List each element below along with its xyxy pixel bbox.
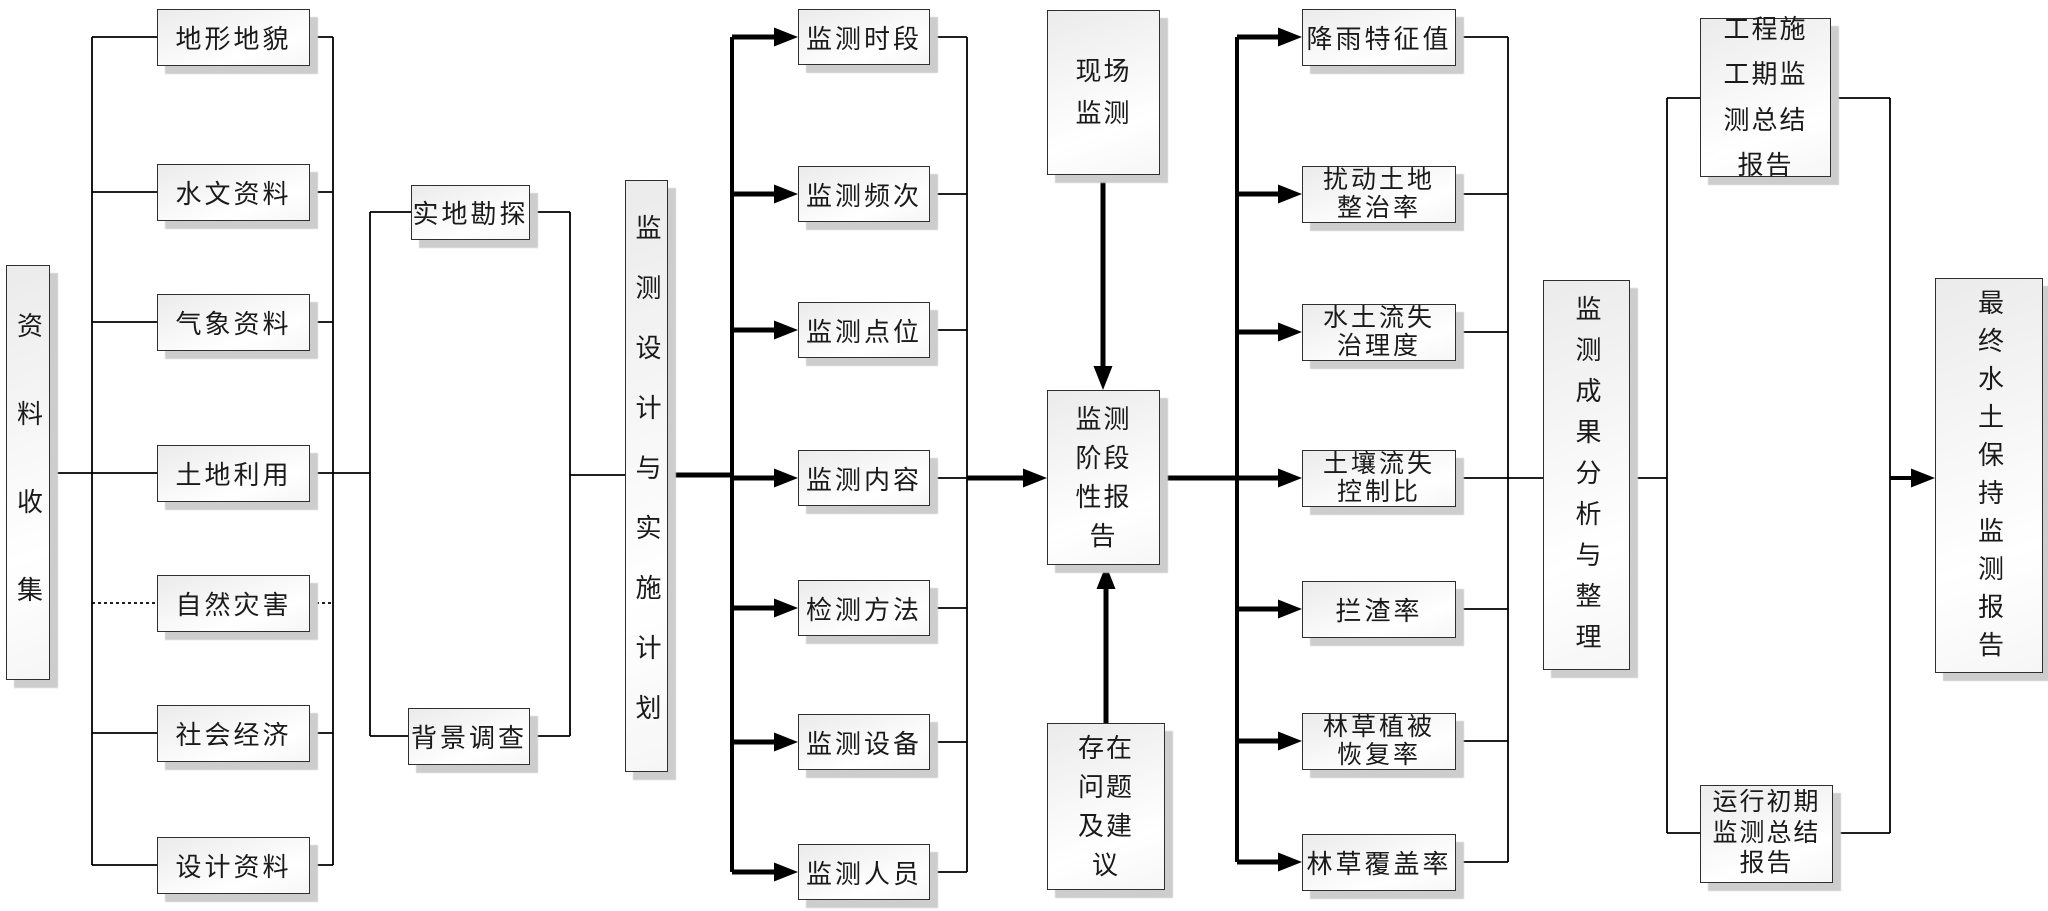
arrow-right-icon (774, 320, 798, 340)
node-monitoring-content: 监测内容 (798, 450, 930, 506)
thin-connectors (50, 36, 1891, 873)
node-initial-operation-report: 运行初期监测总结报告 (1700, 785, 1833, 883)
node-vegetation-coverage-rate: 林草覆盖率 (1302, 834, 1456, 891)
arrow-right-icon (1911, 468, 1935, 488)
thick-rails (730, 37, 1239, 872)
node-monitoring-design-plan: 监测设计与实施计划 (625, 180, 668, 772)
arrow-up-icon (1096, 565, 1116, 589)
arrow-right-icon (774, 468, 798, 488)
node-natural-disaster: 自然灾害 (157, 575, 310, 632)
node-background-survey: 背景调查 (408, 708, 530, 765)
node-vegetation-restoration-rate: 林草植被恢复率 (1302, 713, 1456, 770)
node-field-monitoring: 现场监测 (1047, 10, 1160, 175)
node-monitoring-method: 检测方法 (798, 580, 930, 636)
node-stage-report: 监测阶段性报告 (1047, 390, 1160, 565)
arrow-right-icon (774, 732, 798, 752)
node-field-survey: 实地勘探 (411, 185, 530, 240)
node-disturbed-land-rehab-rate: 扰动土地整治率 (1302, 166, 1456, 223)
node-socio-economy: 社会经济 (157, 705, 310, 762)
arrow-right-icon (774, 184, 798, 204)
node-meteorology: 气象资料 (157, 294, 310, 351)
arrow-right-icon (774, 598, 798, 618)
arrow-down-icon (1093, 366, 1113, 390)
node-final-report: 最终水土保持监测报告 (1935, 278, 2043, 673)
arrow-right-icon (1278, 468, 1302, 488)
arrow-right-icon (774, 862, 798, 882)
node-monitoring-period: 监测时段 (798, 9, 930, 65)
node-monitoring-points: 监测点位 (798, 302, 930, 358)
node-slag-blocking-rate: 拦渣率 (1302, 581, 1456, 638)
node-terrain: 地形地貌 (157, 9, 310, 66)
node-rainfall-characteristic: 降雨特征值 (1302, 9, 1456, 66)
node-land-use: 土地利用 (157, 445, 310, 502)
arrow-right-icon (1278, 184, 1302, 204)
arrow-right-icon (1278, 322, 1302, 342)
node-soil-loss-control-ratio: 土壤流失控制比 (1302, 450, 1456, 507)
node-monitoring-frequency: 监测频次 (798, 166, 930, 222)
node-hydrology: 水文资料 (157, 164, 310, 221)
node-monitoring-staff: 监测人员 (798, 844, 930, 900)
arrow-right-icon (1278, 27, 1302, 47)
arrow-right-icon (1278, 599, 1302, 619)
node-construction-period-report: 工程施工期监测总结报告 (1700, 15, 1831, 180)
arrow-right-icon (1023, 468, 1047, 488)
thick-connectors (668, 34, 1913, 875)
node-issues-suggestions: 存在问题及建议 (1047, 723, 1165, 890)
node-erosion-control-degree: 水土流失治理度 (1302, 304, 1456, 361)
arrowheads (774, 27, 1935, 882)
node-results-analysis: 监测成果分析与整理 (1543, 280, 1630, 670)
node-monitoring-equipment: 监测设备 (798, 714, 930, 770)
arrow-right-icon (1278, 852, 1302, 872)
node-design-data: 设计资料 (157, 837, 310, 894)
arrow-right-icon (1278, 731, 1302, 751)
node-data-collection: 资料收集 (6, 265, 50, 680)
arrow-right-icon (774, 27, 798, 47)
